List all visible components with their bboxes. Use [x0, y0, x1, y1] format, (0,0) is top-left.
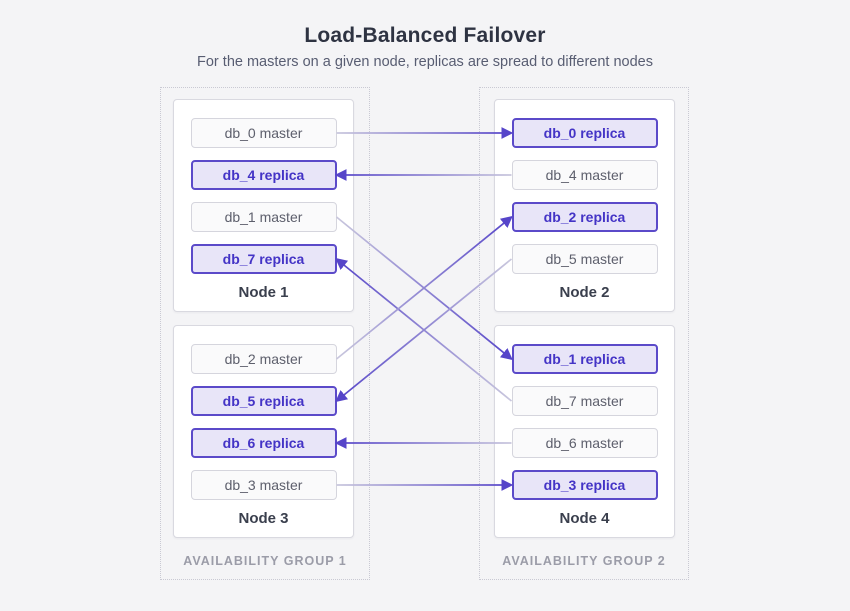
db-5-master-box: db_5 master — [511, 244, 658, 274]
db-2-replica-label: db_2 replica — [543, 209, 626, 225]
db-4-replica-box: db_4 replica — [190, 160, 337, 190]
node-1-label: Node 1 — [238, 284, 289, 301]
db-3-master-box: db_3 master — [190, 470, 337, 500]
db-6-master-box: db_6 master — [511, 428, 658, 458]
node-2-label: Node 2 — [559, 284, 610, 301]
db-5-master-label: db_5 master — [545, 251, 624, 267]
db-0-replica-label: db_0 replica — [543, 125, 626, 141]
db-7-replica-box: db_7 replica — [190, 244, 337, 274]
db-1-replica-box: db_1 replica — [511, 344, 658, 374]
availability-group-2-label: AVAILABILITY GROUP 2 — [502, 554, 666, 568]
availability-group-1-label: AVAILABILITY GROUP 1 — [183, 554, 347, 568]
db-3-master-label: db_3 master — [224, 477, 303, 493]
db-3-replica-box: db_3 replica — [511, 470, 658, 500]
db-4-master-label: db_4 master — [545, 167, 624, 183]
db-0-master-box: db_0 master — [190, 118, 337, 148]
db-5-replica-box: db_5 replica — [190, 386, 337, 416]
db-7-master-box: db_7 master — [511, 386, 658, 416]
db-3-replica-label: db_3 replica — [543, 477, 626, 493]
db-7-replica-label: db_7 replica — [222, 251, 305, 267]
db-1-replica-label: db_1 replica — [543, 351, 626, 367]
node-3-box: db_2 master db_5 replica db_6 replica db… — [173, 325, 354, 538]
node-4-label: Node 4 — [559, 510, 610, 527]
db-7-master-label: db_7 master — [545, 393, 624, 409]
db-0-replica-box: db_0 replica — [511, 118, 658, 148]
diagram-title: Load-Balanced Failover — [304, 24, 546, 47]
db-6-master-label: db_6 master — [545, 435, 624, 451]
db-2-master-box: db_2 master — [190, 344, 337, 374]
db-5-replica-label: db_5 replica — [222, 393, 305, 409]
node-3-label: Node 3 — [238, 510, 289, 527]
node-4-box: db_1 replica db_7 master db_6 master db_… — [494, 325, 675, 538]
db-2-master-label: db_2 master — [224, 351, 303, 367]
db-0-master-label: db_0 master — [224, 125, 303, 141]
node-2-box: db_0 replica db_4 master db_2 replica db… — [494, 99, 675, 312]
node-1-box: db_0 master db_4 replica db_1 master db_… — [173, 99, 354, 312]
db-4-replica-label: db_4 replica — [222, 167, 305, 183]
db-1-master-label: db_1 master — [224, 209, 303, 225]
diagram-subtitle: For the masters on a given node, replica… — [197, 54, 653, 70]
db-2-replica-box: db_2 replica — [511, 202, 658, 232]
db-1-master-box: db_1 master — [190, 202, 337, 232]
db-4-master-box: db_4 master — [511, 160, 658, 190]
db-6-replica-label: db_6 replica — [222, 435, 305, 451]
db-6-replica-box: db_6 replica — [190, 428, 337, 458]
